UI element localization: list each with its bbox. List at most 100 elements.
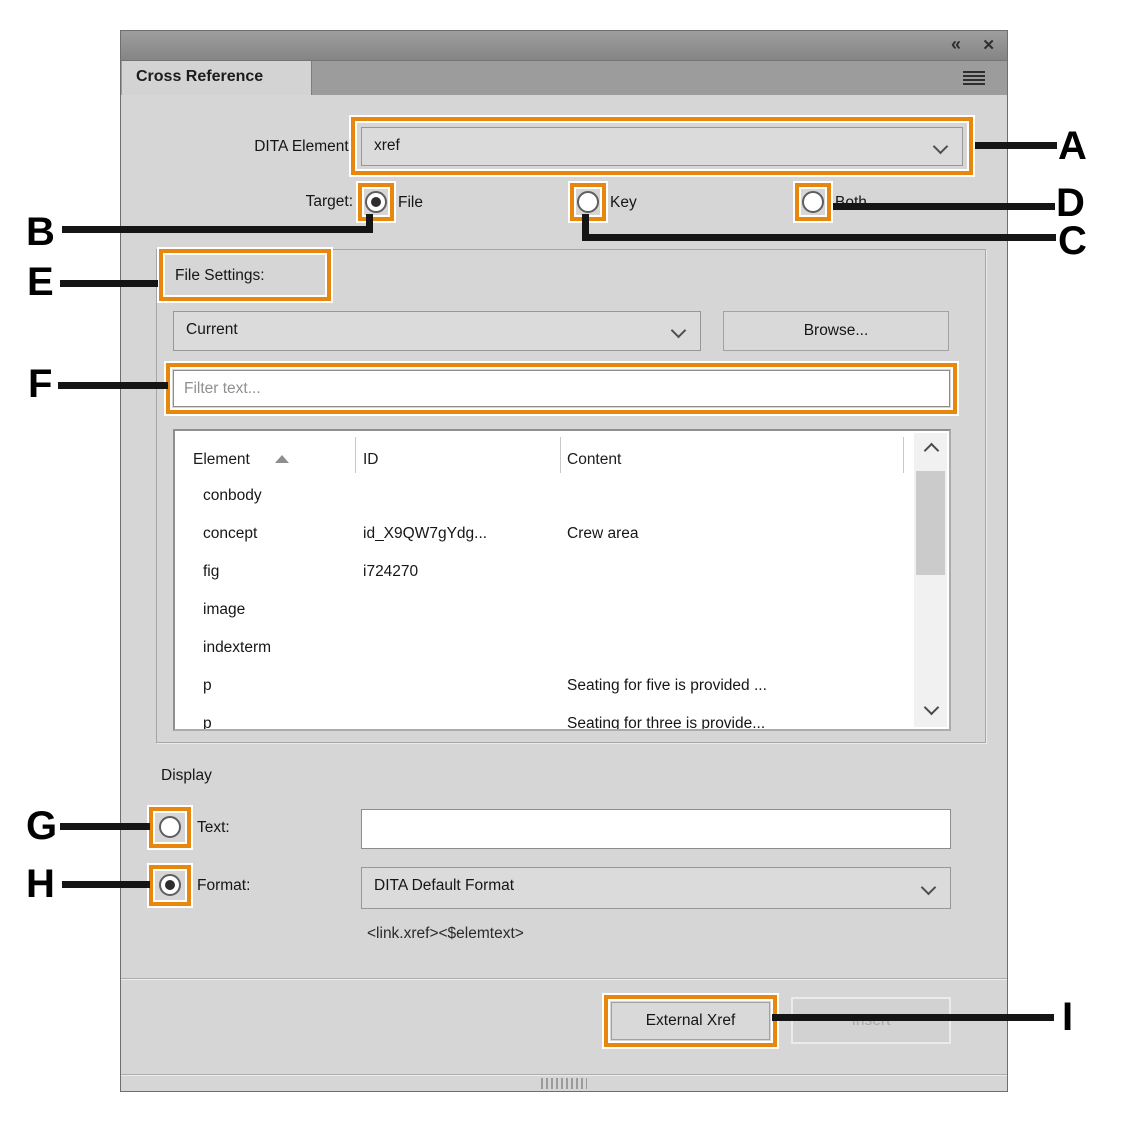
callout-line-f <box>58 382 168 389</box>
dita-element-value: xref <box>374 137 400 154</box>
callout-letter-i: I <box>1062 995 1074 1039</box>
element-table: Element ID Content conbody concept id_X9… <box>173 429 951 731</box>
column-divider <box>560 437 561 473</box>
highlight-box-b <box>358 183 394 221</box>
tab-strip: Cross Reference <box>121 61 1007 95</box>
callout-line-e <box>60 280 158 287</box>
column-divider <box>903 437 904 473</box>
target-file-label: File <box>398 194 423 211</box>
scrollbar-thumb[interactable] <box>916 471 945 575</box>
table-row[interactable]: indexterm <box>175 631 913 669</box>
callout-line-b-vertical <box>366 214 373 233</box>
cell-id: id_X9QW7gYdg... <box>363 525 488 542</box>
highlight-box-i <box>604 995 777 1047</box>
display-format-radio[interactable] <box>159 874 181 896</box>
highlight-box-d <box>795 183 831 221</box>
table-row[interactable]: p Seating for three is provide... <box>175 707 913 731</box>
callout-letter-e: E <box>27 260 54 304</box>
dita-element-label: DITA Element: <box>254 138 353 155</box>
tab-label: Cross Reference <box>136 68 264 85</box>
target-both-radio[interactable] <box>802 191 824 213</box>
callout-letter-a: A <box>1058 124 1087 168</box>
filter-text-input[interactable] <box>173 370 950 407</box>
cross-reference-panel: « ✕ Cross Reference DITA Element: xref T… <box>120 30 1008 1092</box>
callout-line-c <box>582 234 1056 241</box>
callout-letter-h: H <box>26 862 55 906</box>
section-divider <box>121 978 1007 979</box>
file-source-dropdown[interactable]: Current <box>173 311 701 351</box>
resize-grip[interactable] <box>541 1078 587 1089</box>
table-scrollbar[interactable] <box>914 433 947 727</box>
callout-letter-b: B <box>26 210 55 254</box>
sort-ascending-icon <box>275 455 289 463</box>
highlight-box-e <box>159 249 331 301</box>
cell-element: fig <box>203 563 220 580</box>
column-header-id[interactable]: ID <box>363 451 379 468</box>
panel-menu-icon[interactable] <box>963 71 985 85</box>
table-row[interactable]: image <box>175 593 913 631</box>
table-body: conbody concept id_X9QW7gYdg... Crew are… <box>175 479 913 731</box>
file-settings-label: File Settings: <box>175 267 265 284</box>
callout-line-b <box>62 226 373 233</box>
cell-element: image <box>203 601 246 618</box>
table-row[interactable]: concept id_X9QW7gYdg... Crew area <box>175 517 913 555</box>
cell-element: p <box>203 715 212 731</box>
cell-content: Seating for five is provided ... <box>567 677 767 694</box>
close-icon[interactable]: ✕ <box>982 37 995 54</box>
panel-bottom-strip <box>121 1074 1007 1091</box>
column-header-content[interactable]: Content <box>567 451 622 468</box>
chevron-down-icon <box>920 879 937 896</box>
callout-letter-c: C <box>1058 219 1087 263</box>
highlight-box-h <box>149 865 191 906</box>
callout-line-i <box>772 1014 1054 1021</box>
cell-element: p <box>203 677 212 694</box>
column-divider <box>355 437 356 473</box>
file-settings-groupbox <box>156 249 986 743</box>
section-divider-highlight <box>121 979 1007 980</box>
highlight-box-a <box>351 117 973 175</box>
format-dropdown[interactable]: DITA Default Format <box>361 867 951 909</box>
file-source-value: Current <box>186 321 238 338</box>
target-file-radio[interactable] <box>365 191 387 213</box>
cell-id: i724270 <box>363 563 419 580</box>
display-text-radio[interactable] <box>159 816 181 838</box>
format-building-block: <link.xref><$elemtext> <box>367 925 524 942</box>
chevron-down-icon <box>932 138 949 155</box>
cell-content: Seating for three is provide... <box>567 715 766 731</box>
scroll-down-icon[interactable] <box>923 699 940 716</box>
callout-line-c-vertical <box>582 214 589 241</box>
highlight-box-f <box>166 363 957 414</box>
table-row[interactable]: fig i724270 <box>175 555 913 593</box>
cell-element: conbody <box>203 487 262 504</box>
cell-element: indexterm <box>203 639 272 656</box>
highlight-box-g <box>149 807 191 848</box>
target-key-label: Key <box>610 194 637 211</box>
scroll-up-icon[interactable] <box>923 442 940 459</box>
display-format-label: Format: <box>197 877 251 894</box>
callout-line-d <box>833 203 1055 210</box>
callout-line-h <box>62 881 150 888</box>
external-xref-button[interactable]: External Xref <box>611 1002 770 1040</box>
chevron-down-icon <box>670 322 687 339</box>
display-text-input[interactable] <box>361 809 951 849</box>
callout-line-g <box>60 823 150 830</box>
table-row[interactable]: p Seating for five is provided ... <box>175 669 913 707</box>
table-row[interactable]: conbody <box>175 479 913 517</box>
callout-letter-d: D <box>1056 181 1085 225</box>
target-label: Target: <box>305 193 353 210</box>
dita-element-dropdown[interactable]: xref <box>361 127 963 166</box>
display-text-label: Text: <box>197 819 230 836</box>
callout-letter-g: G <box>26 804 58 848</box>
panel-titlebar: « ✕ <box>121 31 1007 61</box>
display-label: Display <box>161 767 212 784</box>
callout-line-a <box>975 142 1057 149</box>
target-key-radio[interactable] <box>577 191 599 213</box>
tab-cross-reference[interactable]: Cross Reference <box>122 61 312 95</box>
collapse-panel-icon[interactable]: « <box>950 34 961 54</box>
browse-button[interactable]: Browse... <box>723 311 949 351</box>
cell-content: Crew area <box>567 525 639 542</box>
column-header-element[interactable]: Element <box>193 451 250 468</box>
format-value: DITA Default Format <box>374 877 515 894</box>
cell-element: concept <box>203 525 258 542</box>
